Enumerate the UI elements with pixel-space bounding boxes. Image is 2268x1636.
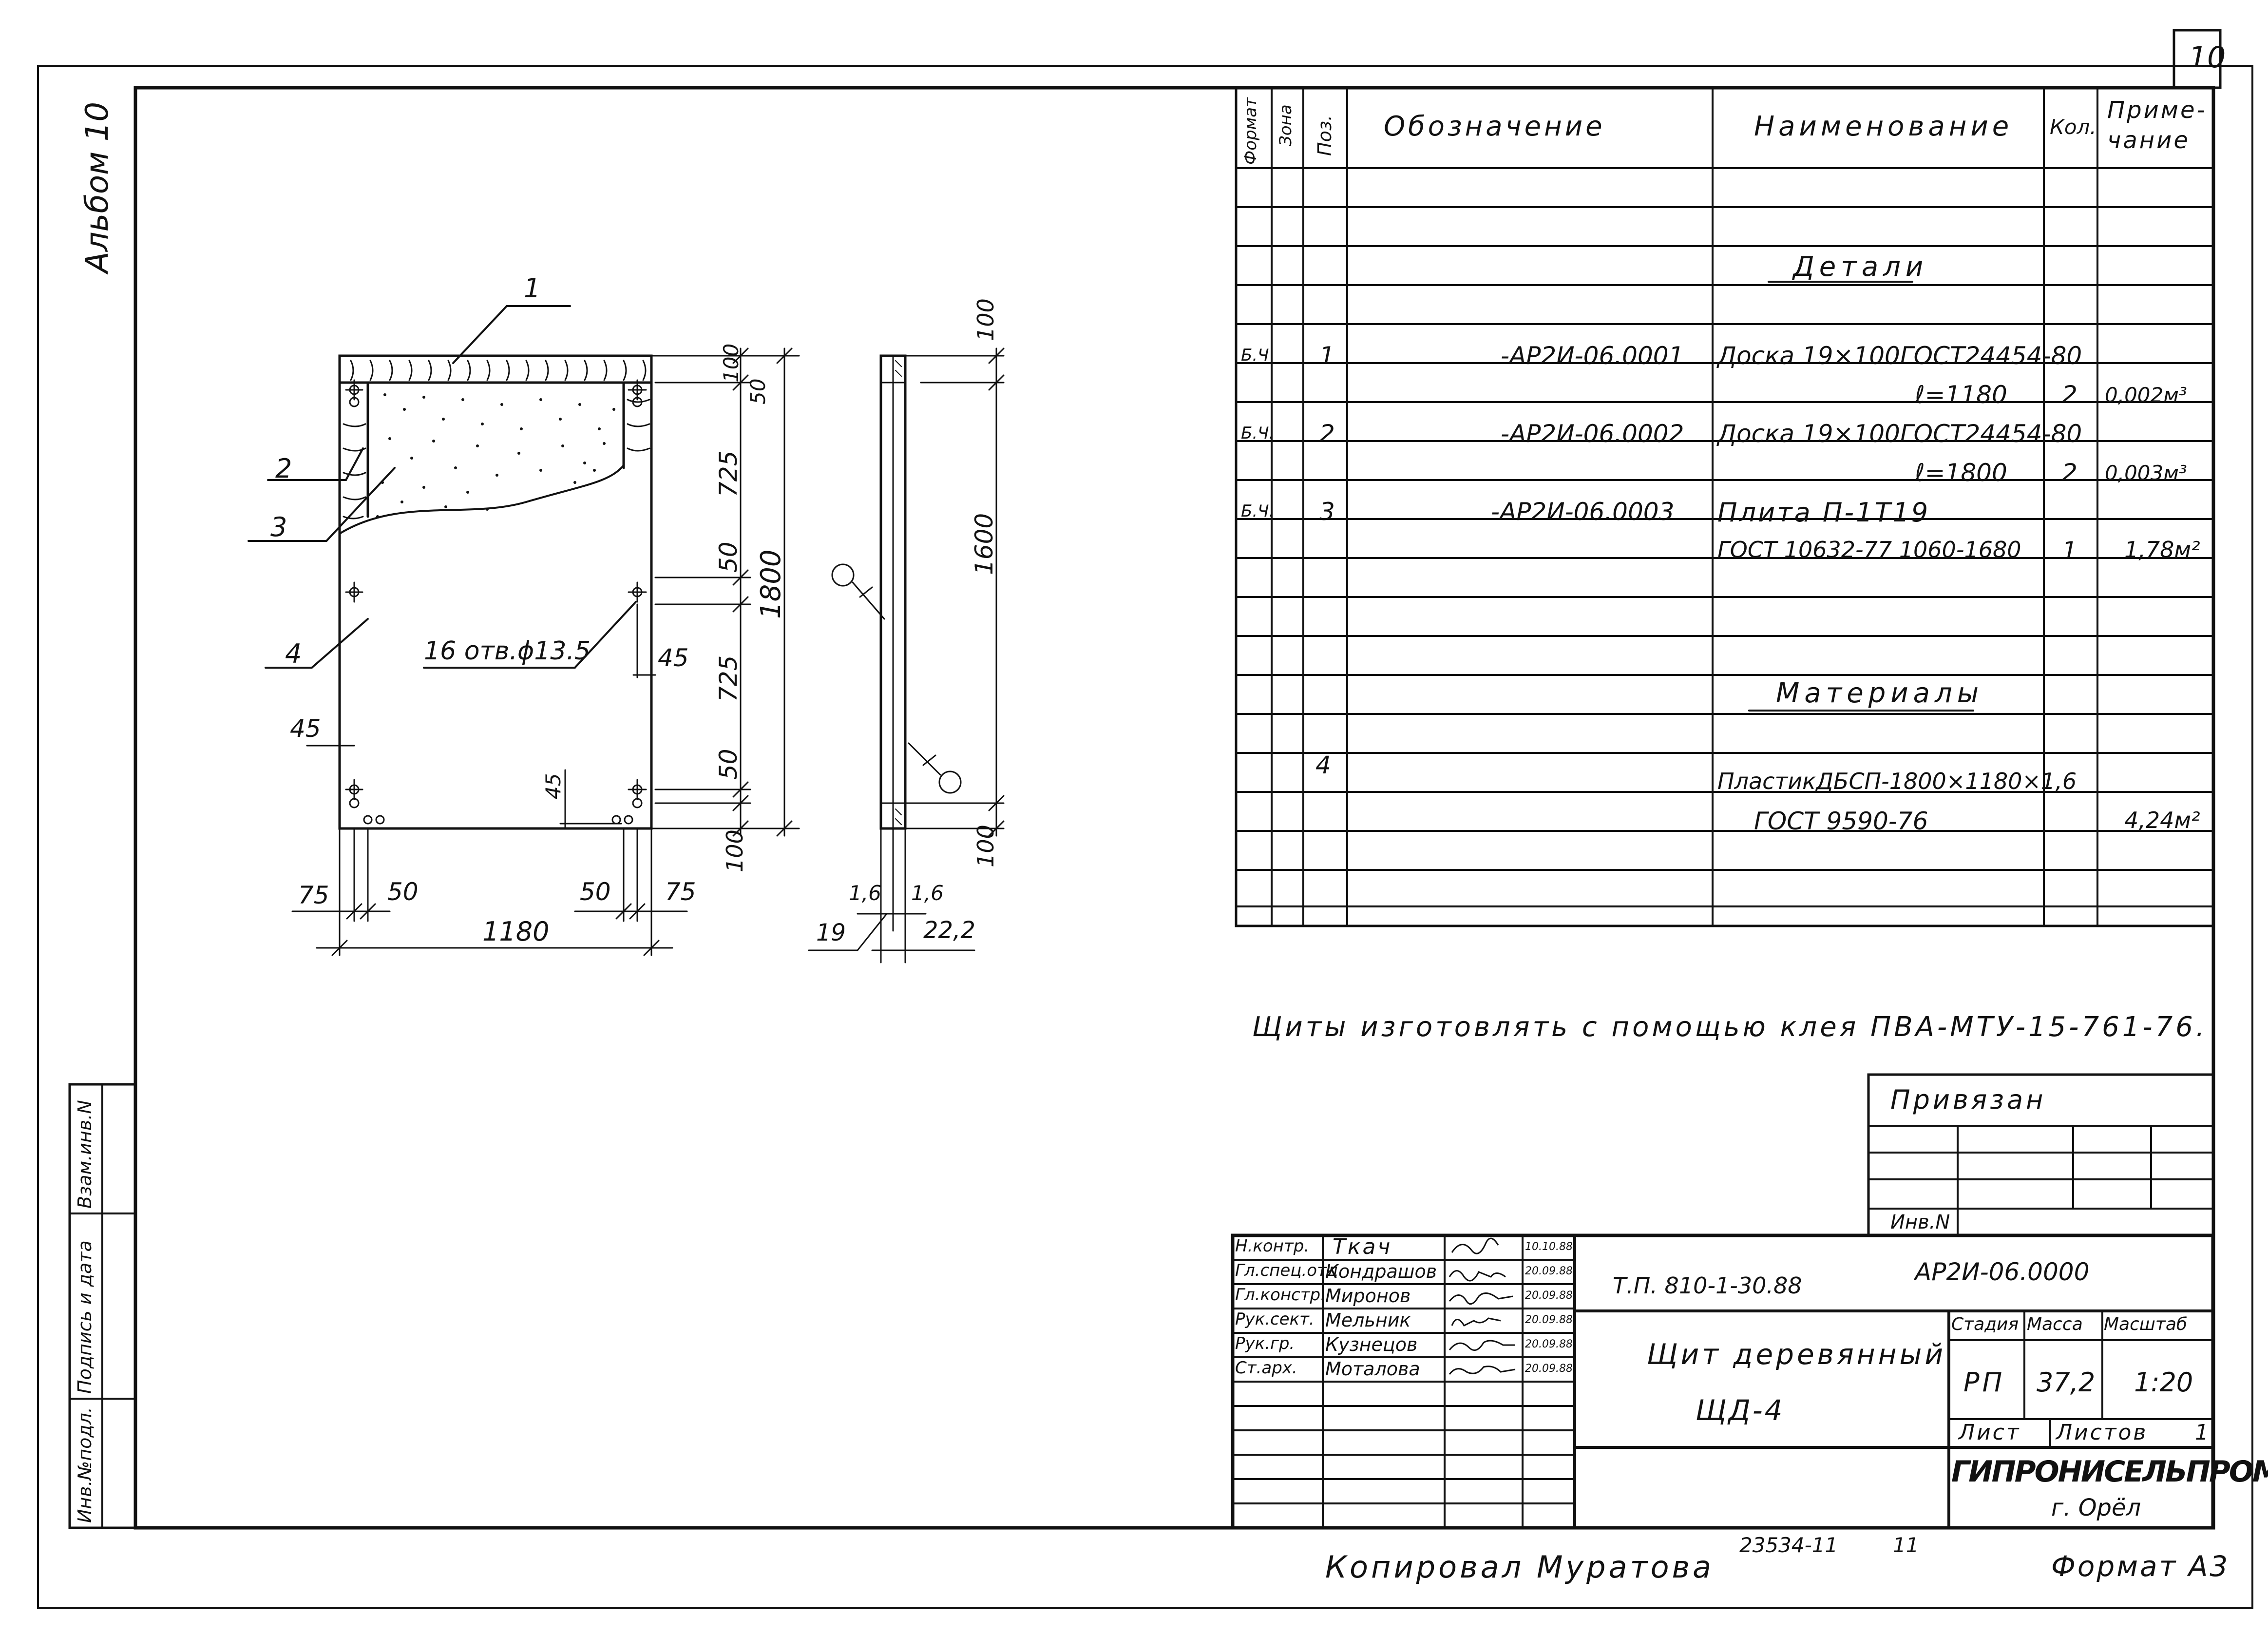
role-5: Ст.арх.: [1235, 1358, 1297, 1378]
listov-label: Листов: [2056, 1420, 2148, 1445]
name-0: Ткач: [1333, 1234, 1392, 1259]
row3-poz: 3: [1319, 498, 1335, 526]
dim-overall-width: 1180: [482, 916, 550, 947]
row2-name2: ℓ=1800: [1915, 459, 2007, 487]
date-1: 20.09.88: [1525, 1265, 1573, 1277]
role-2: Гл.констр.: [1235, 1285, 1326, 1305]
hdr-oboznachenie: Обозначение: [1384, 111, 1605, 142]
row2-format: Б.Ч.: [1241, 423, 1275, 443]
footer-page: 11: [1893, 1533, 1919, 1557]
leader-1: 1: [524, 273, 541, 304]
massa-value: 37,2: [2037, 1367, 2096, 1398]
name-2: Миронов: [1325, 1285, 1411, 1307]
row3-oboz: -АР2И-06.0003: [1491, 498, 1675, 526]
row1-prim: 0,002м³: [2105, 383, 2187, 407]
hdr-kol: Кол.: [2050, 115, 2096, 139]
stadia-label: Стадия: [1951, 1314, 2019, 1334]
general-note: Щиты изготовлять с помощью клея ПВА-МТУ-…: [1252, 1011, 2208, 1043]
role-0: Н.контр.: [1235, 1236, 1310, 1256]
project-code: Т.П. 810-1-30.88: [1613, 1272, 1802, 1299]
name-1: Кондрашов: [1325, 1261, 1437, 1282]
dim-45-left: 45: [290, 714, 321, 743]
row2-name1: Доска 19×100ГОСТ24454-80: [1717, 420, 2082, 448]
holes-note: 16 отв.ϕ13.5: [424, 636, 591, 666]
name-3: Мельник: [1325, 1309, 1411, 1331]
dim-bottom-75b: 75: [665, 878, 696, 906]
row4-prim: 4,24м²: [2124, 807, 2200, 833]
doc-code: АР2И-06.0000: [1915, 1258, 2090, 1286]
drawing-subtitle: ЩД-4: [1696, 1394, 1785, 1427]
leader-4: 4: [285, 638, 302, 669]
row1-kol: 2: [2062, 381, 2077, 409]
row2-prim: 0,003м³: [2105, 461, 2187, 485]
row3-name1: Плита П-1Т19: [1717, 497, 1930, 528]
date-0: 10.10.88: [1525, 1241, 1573, 1253]
row2-poz: 2: [1319, 420, 1335, 448]
masshtab-value: 1:20: [2134, 1367, 2193, 1398]
privyazan-inv: Инв.N: [1890, 1211, 1950, 1233]
insulation-hatch: [376, 393, 615, 518]
date-4: 20.09.88: [1525, 1338, 1573, 1350]
name-4: Кузнецов: [1325, 1334, 1418, 1355]
row4-name1: ПластикДБСП-1800×1180×1,6: [1717, 768, 2077, 794]
org-name: ГИПРОНИСЕЛЬПРОМ: [1951, 1455, 2268, 1489]
dim-bottom-75a: 75: [298, 881, 329, 909]
date-5: 20.09.88: [1525, 1363, 1573, 1375]
row3-prim: 1,78м²: [2124, 537, 2200, 563]
role-1: Гл.спец.отд: [1235, 1261, 1338, 1280]
dim-45-right: 45: [658, 644, 689, 672]
date-2: 20.09.88: [1525, 1290, 1573, 1302]
leader-2: 2: [275, 453, 292, 484]
hdr-primechanie: Приме-чание: [2107, 96, 2207, 154]
name-5: Моталова: [1325, 1358, 1420, 1380]
footer-format: Формат А3: [2051, 1550, 2230, 1583]
row4-poz: 4: [1315, 751, 1331, 779]
sheet-number: 10: [2189, 40, 2226, 75]
footer-number: 23534-11: [1739, 1533, 1838, 1557]
row1-format: Б.Ч: [1241, 346, 1269, 365]
row4-name2: ГОСТ 9590-76: [1754, 807, 1928, 835]
section-materials: Материалы: [1776, 677, 1983, 709]
row2-oboz: -АР2И-06.0002: [1501, 420, 1684, 448]
row1-name2: ℓ=1180: [1915, 381, 2007, 409]
role-3: Рук.сект.: [1235, 1309, 1315, 1329]
side-dim-22-2: 22,2: [923, 917, 975, 944]
row1-name1: Доска 19×100ГОСТ24454-80: [1717, 342, 2082, 370]
row2-kol: 2: [2062, 459, 2077, 487]
row1-poz: 1: [1319, 342, 1335, 370]
privyazan-title: Привязан: [1890, 1084, 2046, 1115]
section-details: Детали: [1793, 251, 1928, 283]
hdr-naimenovanie: Наименование: [1754, 111, 2013, 142]
listov-value: 1: [2195, 1420, 2209, 1445]
role-4: Рук.гр.: [1235, 1334, 1295, 1353]
side-dim-19: 19: [816, 919, 846, 946]
row3-kol: 1: [2062, 537, 2077, 565]
masshtab-label: Масштаб: [2104, 1314, 2188, 1334]
massa-label: Масса: [2027, 1314, 2083, 1334]
side-dim-1-6a: 1,6: [849, 881, 881, 905]
date-3: 20.09.88: [1525, 1314, 1573, 1326]
dim-bottom-50a: 50: [387, 878, 419, 906]
drawing-title: Щит деревянный: [1647, 1338, 1946, 1371]
dim-bottom-50b: 50: [580, 878, 611, 906]
list-label: Лист: [1959, 1420, 2021, 1445]
copied-by: Копировал Муратова: [1325, 1549, 1715, 1585]
side-dim-1-6b: 1,6: [911, 881, 944, 905]
row1-oboz: -АР2И-06.0001: [1501, 342, 1684, 370]
row3-name2: ГОСТ 10632-77 1060-1680: [1717, 537, 2021, 563]
leader-3: 3: [270, 512, 287, 542]
stadia-value: РП: [1963, 1367, 2005, 1398]
row3-format: Б.Ч.: [1241, 501, 1275, 521]
org-city: г. Орёл: [2051, 1494, 2141, 1521]
